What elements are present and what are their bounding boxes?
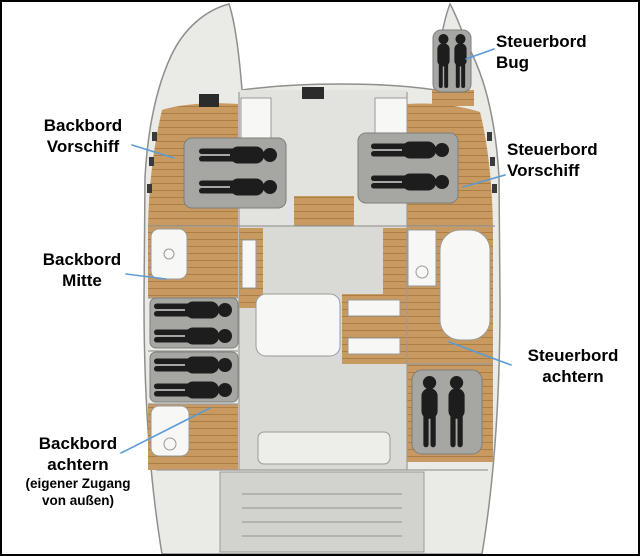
label-line: Vorschiff xyxy=(507,161,580,180)
label-line: Bug xyxy=(496,53,530,72)
label-steuerbord-vorschiff: Steuerbord Vorschiff xyxy=(507,139,633,181)
leader-lines xyxy=(120,48,512,454)
bed-backbord-achtern xyxy=(149,351,239,403)
transom-steps xyxy=(242,493,402,537)
label-line: Vorschiff xyxy=(46,137,120,156)
label-line: Steuerbord xyxy=(496,32,587,51)
leader-steuerbord-bug xyxy=(465,48,495,60)
label-backbord-mitte: Backbord Mitte xyxy=(30,249,134,291)
label-line: Backbord xyxy=(43,116,123,135)
bed-steuerbord-achtern xyxy=(411,369,483,455)
leader-backbord-mitte xyxy=(125,273,167,280)
label-line: Backbord xyxy=(42,250,122,269)
berths xyxy=(149,29,483,455)
porthole-icons xyxy=(147,132,497,193)
label-line: achtern xyxy=(47,455,109,474)
leader-backbord-achtern xyxy=(120,407,211,454)
label-note-line: (eigener Zugang xyxy=(25,476,131,491)
label-line: Backbord xyxy=(38,434,118,453)
bed-steuerbord-vorschiff xyxy=(357,132,459,204)
leader-steuerbord-achtern xyxy=(448,341,512,366)
leader-steuerbord-vorschiff xyxy=(462,174,506,188)
hatch-icons xyxy=(199,87,324,107)
bed-steuerbord-bug xyxy=(432,29,472,93)
label-line: achtern xyxy=(542,367,604,386)
label-line: Mitte xyxy=(62,271,102,290)
bed-backbord-vorschiff xyxy=(183,137,287,209)
label-note-line: von außen) xyxy=(41,493,114,508)
label-steuerbord-bug: Steuerbord Bug xyxy=(496,31,626,73)
label-steuerbord-achtern: Steuerbord achtern xyxy=(514,345,632,387)
label-line: Steuerbord xyxy=(527,346,619,365)
leader-backbord-vorschiff xyxy=(131,144,175,159)
label-line: Steuerbord xyxy=(507,140,598,159)
bed-backbord-mitte xyxy=(149,297,239,349)
label-backbord-vorschiff: Backbord Vorschiff xyxy=(28,115,138,157)
label-backbord-achtern: Backbord achtern (eigener Zugang von auß… xyxy=(16,433,140,509)
